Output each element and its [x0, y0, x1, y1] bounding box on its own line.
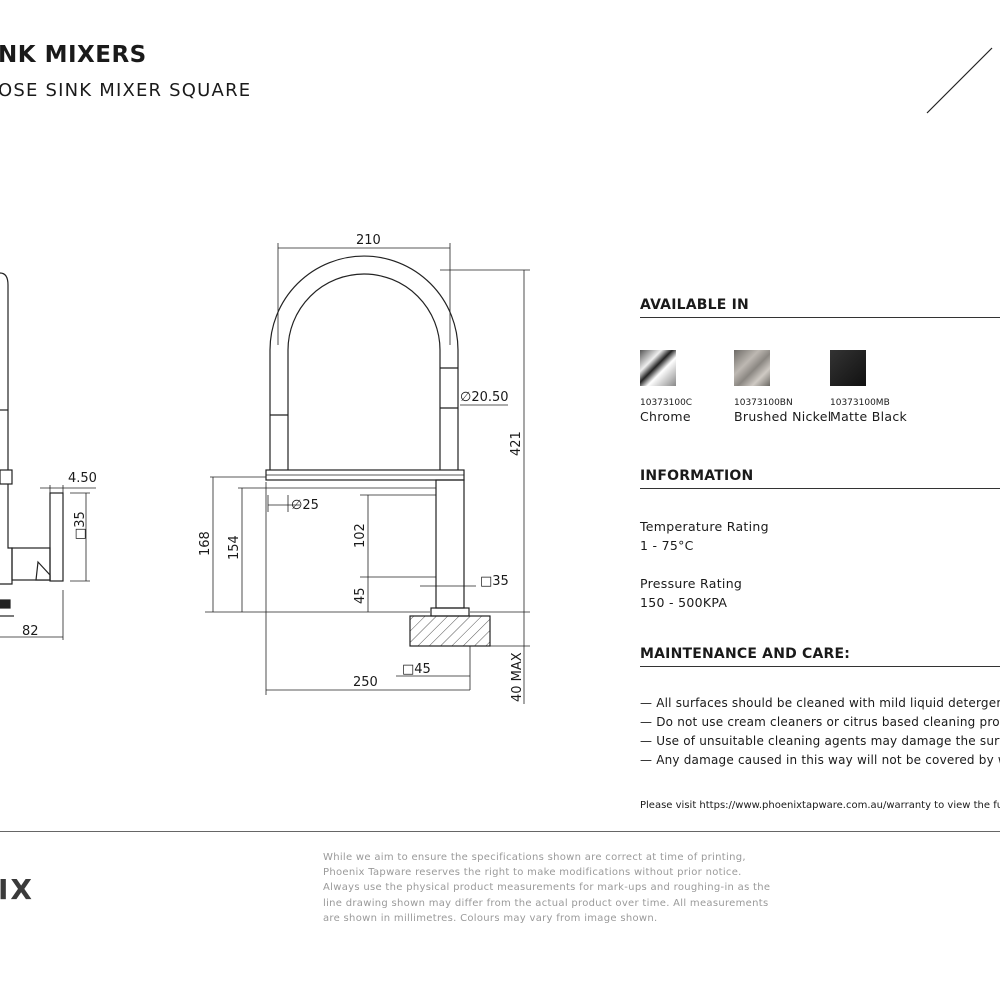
dim-reach: 250: [353, 675, 378, 690]
brushed-nickel-swatch: [734, 350, 770, 386]
dim-total-height: 421: [509, 431, 524, 456]
dim-body-square: □35: [480, 574, 509, 589]
finish-code-brushed-nickel: 10373100BN: [734, 398, 793, 408]
care-item: — Do not use cream cleaners or citrus ba…: [640, 715, 1000, 729]
side-view: [0, 272, 96, 640]
finish-name-brushed-nickel: Brushed Nickel: [734, 409, 832, 424]
chrome-swatch: [640, 350, 676, 386]
dim-side-depth: 82: [22, 624, 39, 639]
care-item: — Any damage caused in this way will not…: [640, 753, 1000, 767]
front-view: [205, 243, 530, 704]
disclaimer-line: While we aim to ensure the specification…: [323, 852, 746, 863]
available-heading: AVAILABLE IN: [640, 297, 749, 313]
dim-hose-dia: ∅20.50: [460, 390, 509, 405]
warranty-note: Please visit https://www.phoenixtapware.…: [640, 800, 1000, 811]
footer-rule: [0, 831, 1000, 832]
dim-spout-dia: ∅25: [291, 498, 319, 513]
care-item: — Use of unsuitable cleaning agents may …: [640, 734, 1000, 748]
dim-side-gap: 4.50: [68, 471, 97, 486]
page-title: NK MIXERS: [0, 42, 147, 68]
disclaimer-line: are shown in millimetres. Colours may va…: [323, 913, 658, 924]
information-heading: INFORMATION: [640, 468, 754, 484]
page-subtitle: OSE SINK MIXER SQUARE: [0, 80, 252, 101]
corner-decoration: [926, 47, 993, 114]
dim-bench: 40 MAX: [510, 652, 525, 702]
temperature-value: 1 - 75°C: [640, 538, 694, 553]
disclaimer-line: Phoenix Tapware reserves the right to ma…: [323, 867, 742, 878]
dim-base-square: □45: [402, 662, 431, 677]
dim-45: 45: [353, 587, 368, 604]
dim-102: 102: [353, 523, 368, 548]
pressure-label: Pressure Rating: [640, 576, 743, 591]
information-rule: [640, 488, 1000, 489]
care-item: — All surfaces should be cleaned with mi…: [640, 696, 1000, 710]
maintenance-rule: [640, 666, 1000, 667]
finish-name-chrome: Chrome: [640, 409, 691, 424]
dim-168: 168: [198, 531, 213, 556]
dim-154: 154: [227, 535, 242, 560]
finish-code-chrome: 10373100C: [640, 398, 693, 408]
dim-top-width: 210: [356, 233, 381, 248]
finish-name-matte-black: Matte Black: [830, 409, 908, 424]
finish-code-matte-black: 10373100MB: [830, 398, 890, 408]
dim-side-handle: □35: [73, 511, 88, 540]
disclaimer-line: line drawing shown may differ from the a…: [323, 898, 769, 909]
available-rule: [640, 317, 1000, 318]
pressure-value: 150 - 500KPA: [640, 595, 728, 610]
maintenance-heading: MAINTENANCE AND CARE:: [640, 646, 851, 662]
disclaimer-line: Always use the physical product measurem…: [323, 882, 771, 893]
temperature-label: Temperature Rating: [640, 519, 769, 534]
matte-black-swatch: [830, 350, 866, 386]
brand-logo: IX: [0, 873, 35, 906]
